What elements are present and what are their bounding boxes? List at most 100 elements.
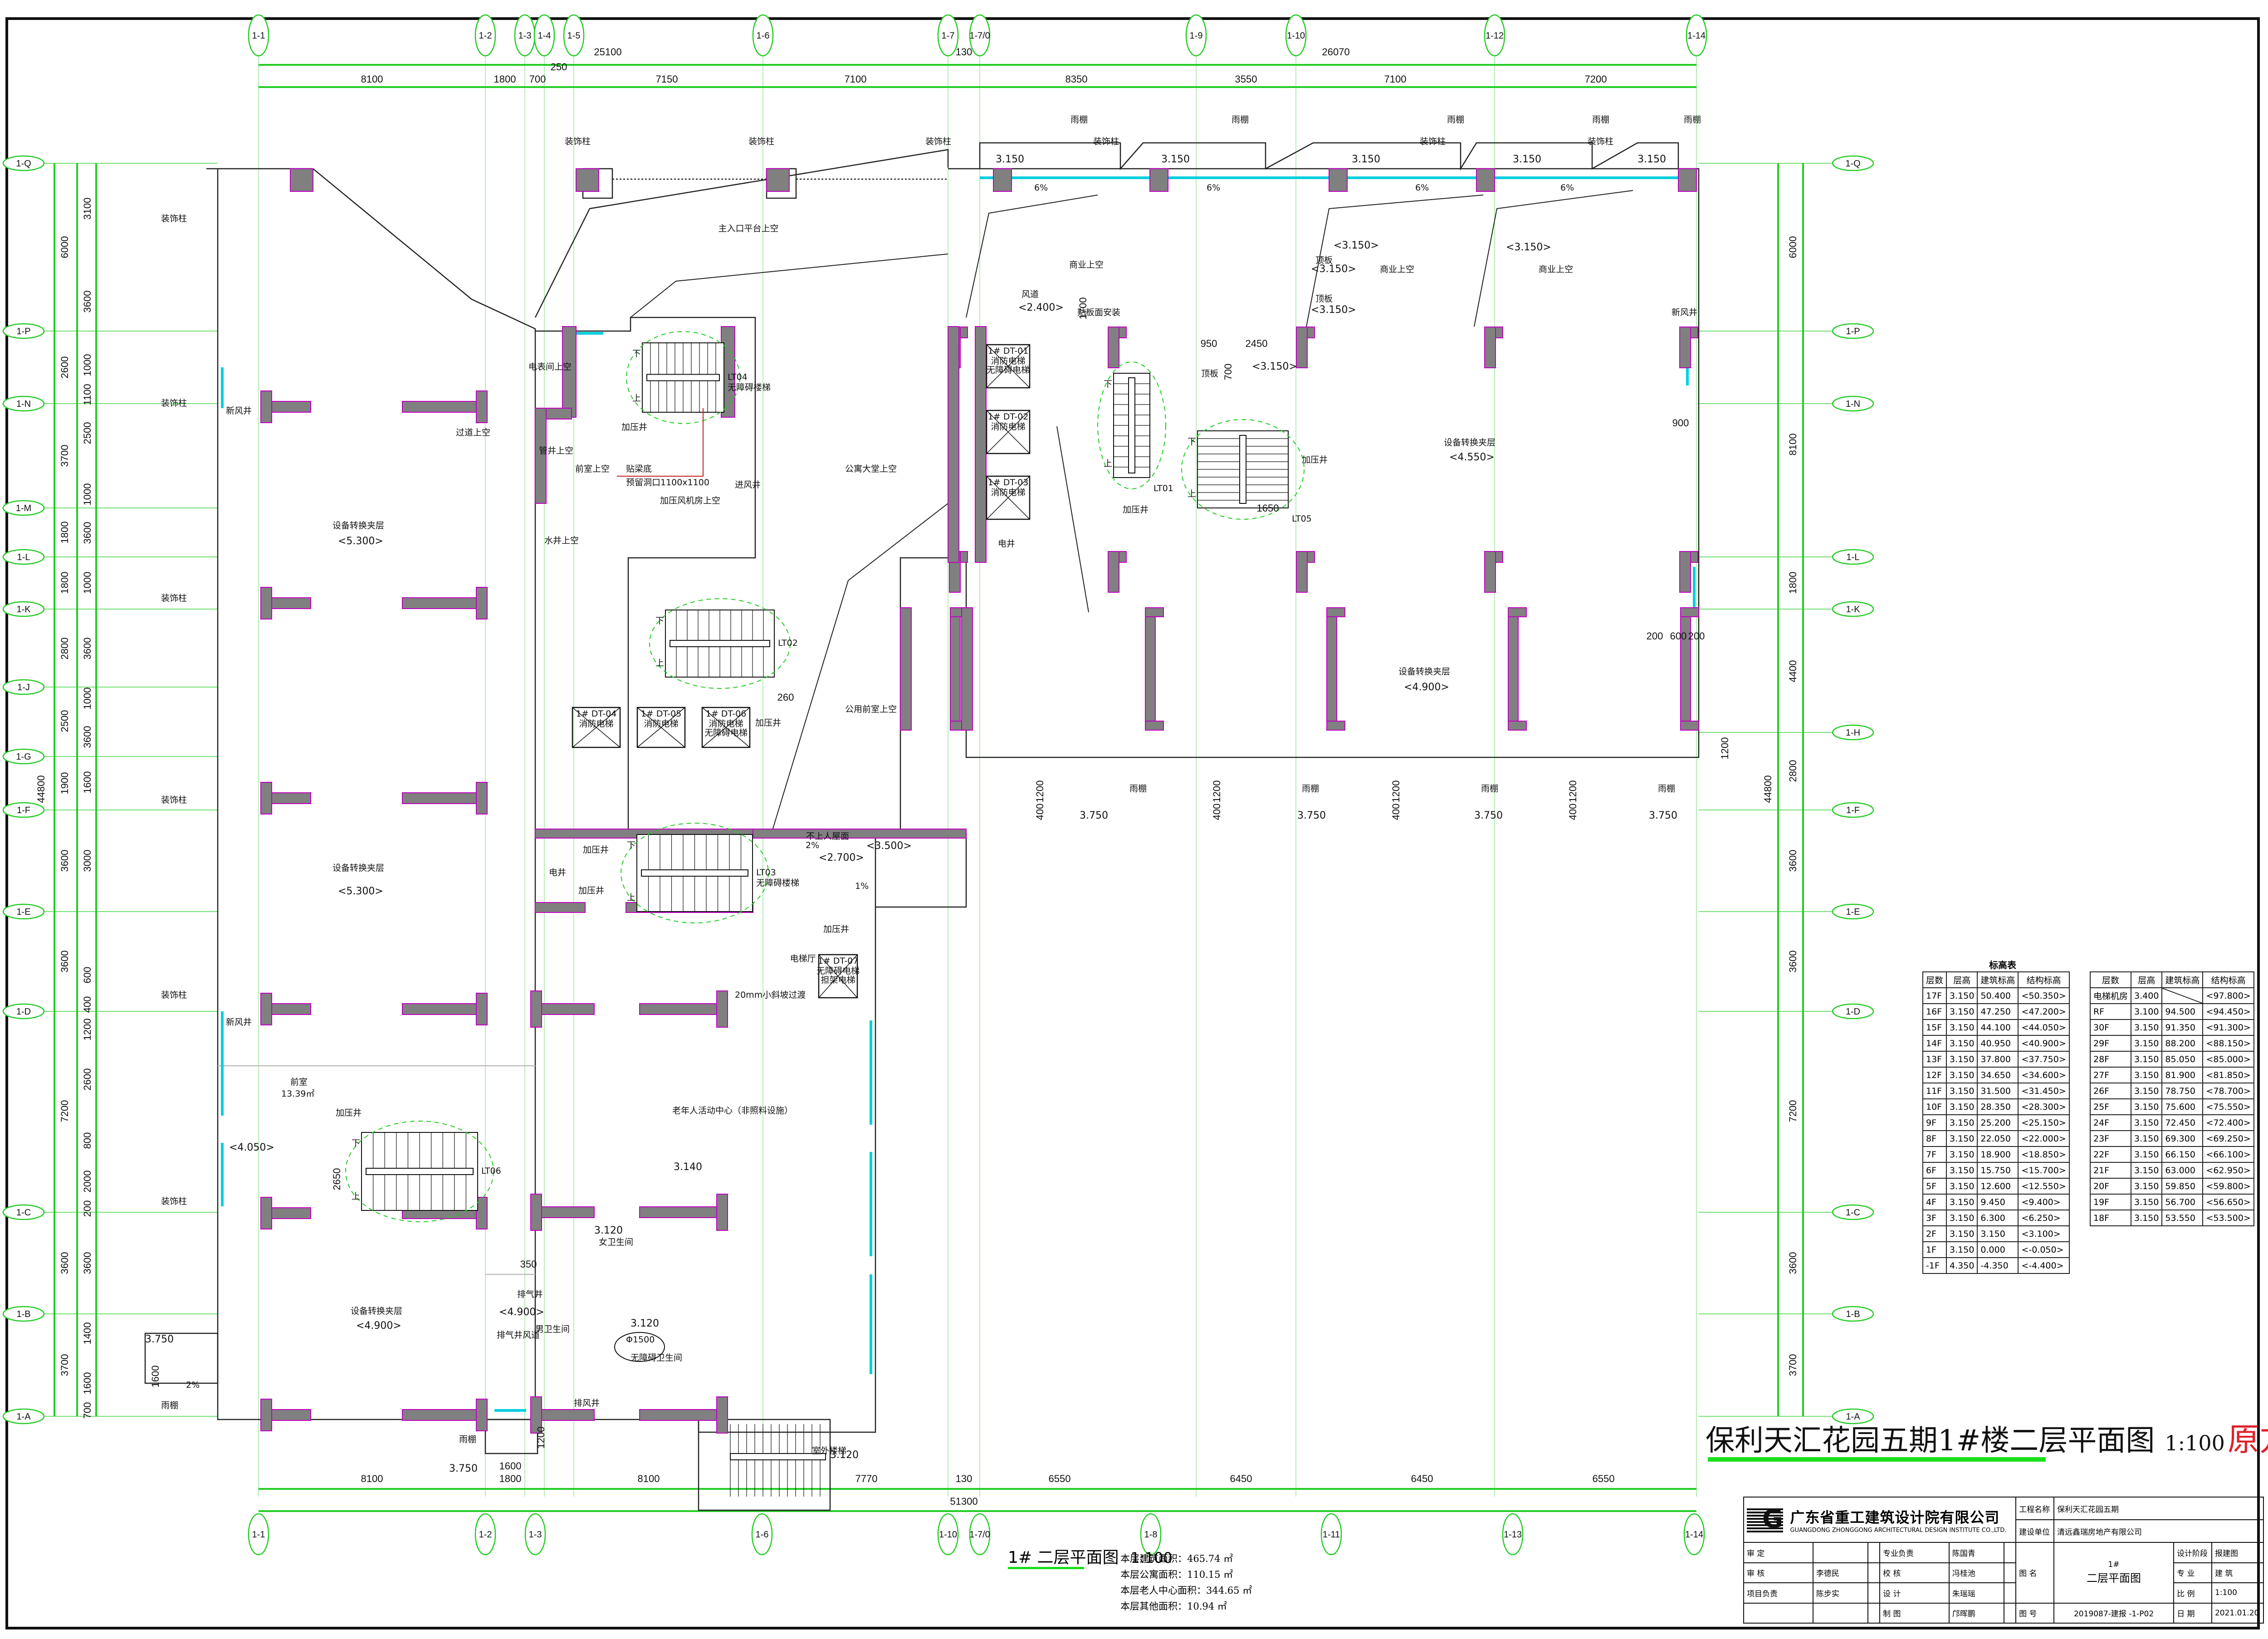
dimension-text: 400 [1211, 804, 1222, 820]
axis-bubble [1832, 323, 1874, 339]
dimension-text: 2500 [59, 710, 70, 732]
axis-label: 1-A [16, 1412, 31, 1422]
dimension-text: 2800 [59, 638, 70, 660]
table-cell: 3.150 [2131, 1178, 2163, 1195]
table-cell: 6.300 [1977, 1210, 2019, 1226]
company-block: 广东省重工建筑设计院有限公司 GUANGDONG ZHONGGONG ARCHI… [1743, 1497, 2017, 1543]
elevator-car [986, 475, 1031, 520]
table-cell: <40.900> [2018, 1035, 2070, 1052]
axis-bubble [1832, 1306, 1874, 1322]
dimension-text: 6450 [1230, 1473, 1252, 1484]
axis-bubble [248, 1513, 269, 1556]
axis-bubble [1832, 601, 1874, 617]
table-cell: 3.150 [2131, 1067, 2163, 1083]
dimension-text: 3700 [59, 1354, 70, 1376]
axis-label: 1-C [1846, 1208, 1860, 1218]
axis-bubble [1832, 1204, 1874, 1220]
table-cell: <88.150> [2202, 1035, 2254, 1052]
approve-label: 审 定 [1743, 1542, 1813, 1563]
elevation-mark: <5.300> [338, 536, 383, 547]
dimension-text: 8100 [361, 73, 383, 85]
dimension-text: 6550 [1049, 1473, 1071, 1484]
wall-segment [1326, 607, 1345, 617]
stair-handrail [366, 1168, 474, 1175]
wall-segment [1679, 327, 1691, 368]
dimension-text: 400 [82, 996, 93, 1013]
dimension-text: 1000 [82, 688, 93, 710]
room-label: 加压风机房上空 [660, 496, 720, 506]
dimension-text: 3600 [82, 638, 93, 660]
outline-core [535, 317, 756, 835]
elevator-id: 1# DT-05 [641, 709, 682, 719]
elevation-mark: 3.150 [1161, 154, 1190, 165]
table-cell: 3.150 [2131, 1146, 2163, 1163]
elevator-id: 1# DT-07 [818, 956, 859, 966]
dimension-text: 51300 [950, 1496, 978, 1507]
title-underline [1708, 1457, 2046, 1462]
axis-bubble [2, 155, 45, 171]
axis-label: 1-P [16, 327, 30, 337]
pm-label: 项目负责 [1743, 1582, 1813, 1604]
drawing-title-tag: 原方案 [2227, 1421, 2268, 1458]
dimension-text: 1200 [82, 1019, 93, 1041]
wall-segment [290, 168, 313, 192]
table-cell: 2F [1922, 1225, 1947, 1242]
wall-segment [1296, 551, 1308, 593]
table-cell: 3.150 [2131, 1130, 2163, 1147]
wall-segment [716, 1194, 728, 1231]
dimension-text: 2500 [82, 422, 93, 444]
stair-id: LT04 [728, 372, 748, 382]
elevation-mark: 3.750 [1649, 810, 1677, 821]
wall-segment [402, 792, 482, 804]
table-cell: 3.150 [1946, 1035, 1978, 1052]
turning-circle: Φ1500 [626, 1335, 655, 1345]
axis-bubble [248, 14, 269, 57]
deco-column-label: 装饰柱 [1420, 137, 1446, 146]
table-cell: 3.150 [2131, 1194, 2163, 1210]
check-value: 冯桂池 [1948, 1562, 2005, 1583]
table-cell: 3.400 [2131, 987, 2163, 1004]
table-cell: 0.000 [1977, 1241, 2019, 1258]
signature-cell [2004, 1542, 2017, 1563]
dimension-text: 200 [82, 1200, 93, 1217]
table-cell: <18.850> [2018, 1146, 2070, 1163]
dimension-text: 7200 [1585, 73, 1607, 85]
deco-column-label: 装饰柱 [565, 137, 591, 146]
stair-handrail [1239, 435, 1246, 504]
stair-handrail [641, 869, 748, 877]
table-cell: 6F [1922, 1162, 1947, 1179]
table-cell: 23F [2089, 1130, 2132, 1147]
void-line [966, 195, 1098, 318]
wall-segment [476, 587, 488, 620]
deco-column-label: 装饰柱 [161, 990, 187, 1000]
elevator-cross [986, 410, 1030, 454]
title-block: 广东省重工建筑设计院有限公司 GUANGDONG ZHONGGONG ARCHI… [1743, 1497, 2264, 1624]
table-cell: 3.150 [1946, 1019, 1978, 1036]
signature-cell [2004, 1562, 2017, 1583]
table-cell: 53.550 [2161, 1210, 2204, 1226]
dimension-text: 7200 [1787, 1100, 1799, 1122]
elevation-mark: 3.750 [1080, 810, 1108, 821]
dimension-text: 1400 [82, 1322, 93, 1345]
dimension-text: 3000 [82, 850, 93, 872]
axis-label: 1-E [16, 907, 30, 917]
axis-label: 1-8 [1144, 1530, 1158, 1540]
room-label: 顶板 [1315, 255, 1333, 265]
wall-segment [1326, 721, 1345, 731]
review-value: 李德民 [1812, 1562, 1868, 1583]
axis-label: 1-4 [538, 31, 551, 41]
dimension-text: 700 [82, 1402, 93, 1419]
elevation-mark: 3.750 [449, 1463, 478, 1474]
table-cell: 电梯机房 [2089, 987, 2132, 1004]
table-header-cell: 层高 [1946, 971, 1978, 988]
table-cell: 27F [2089, 1067, 2132, 1083]
stair-id: LT01 [1154, 483, 1173, 493]
